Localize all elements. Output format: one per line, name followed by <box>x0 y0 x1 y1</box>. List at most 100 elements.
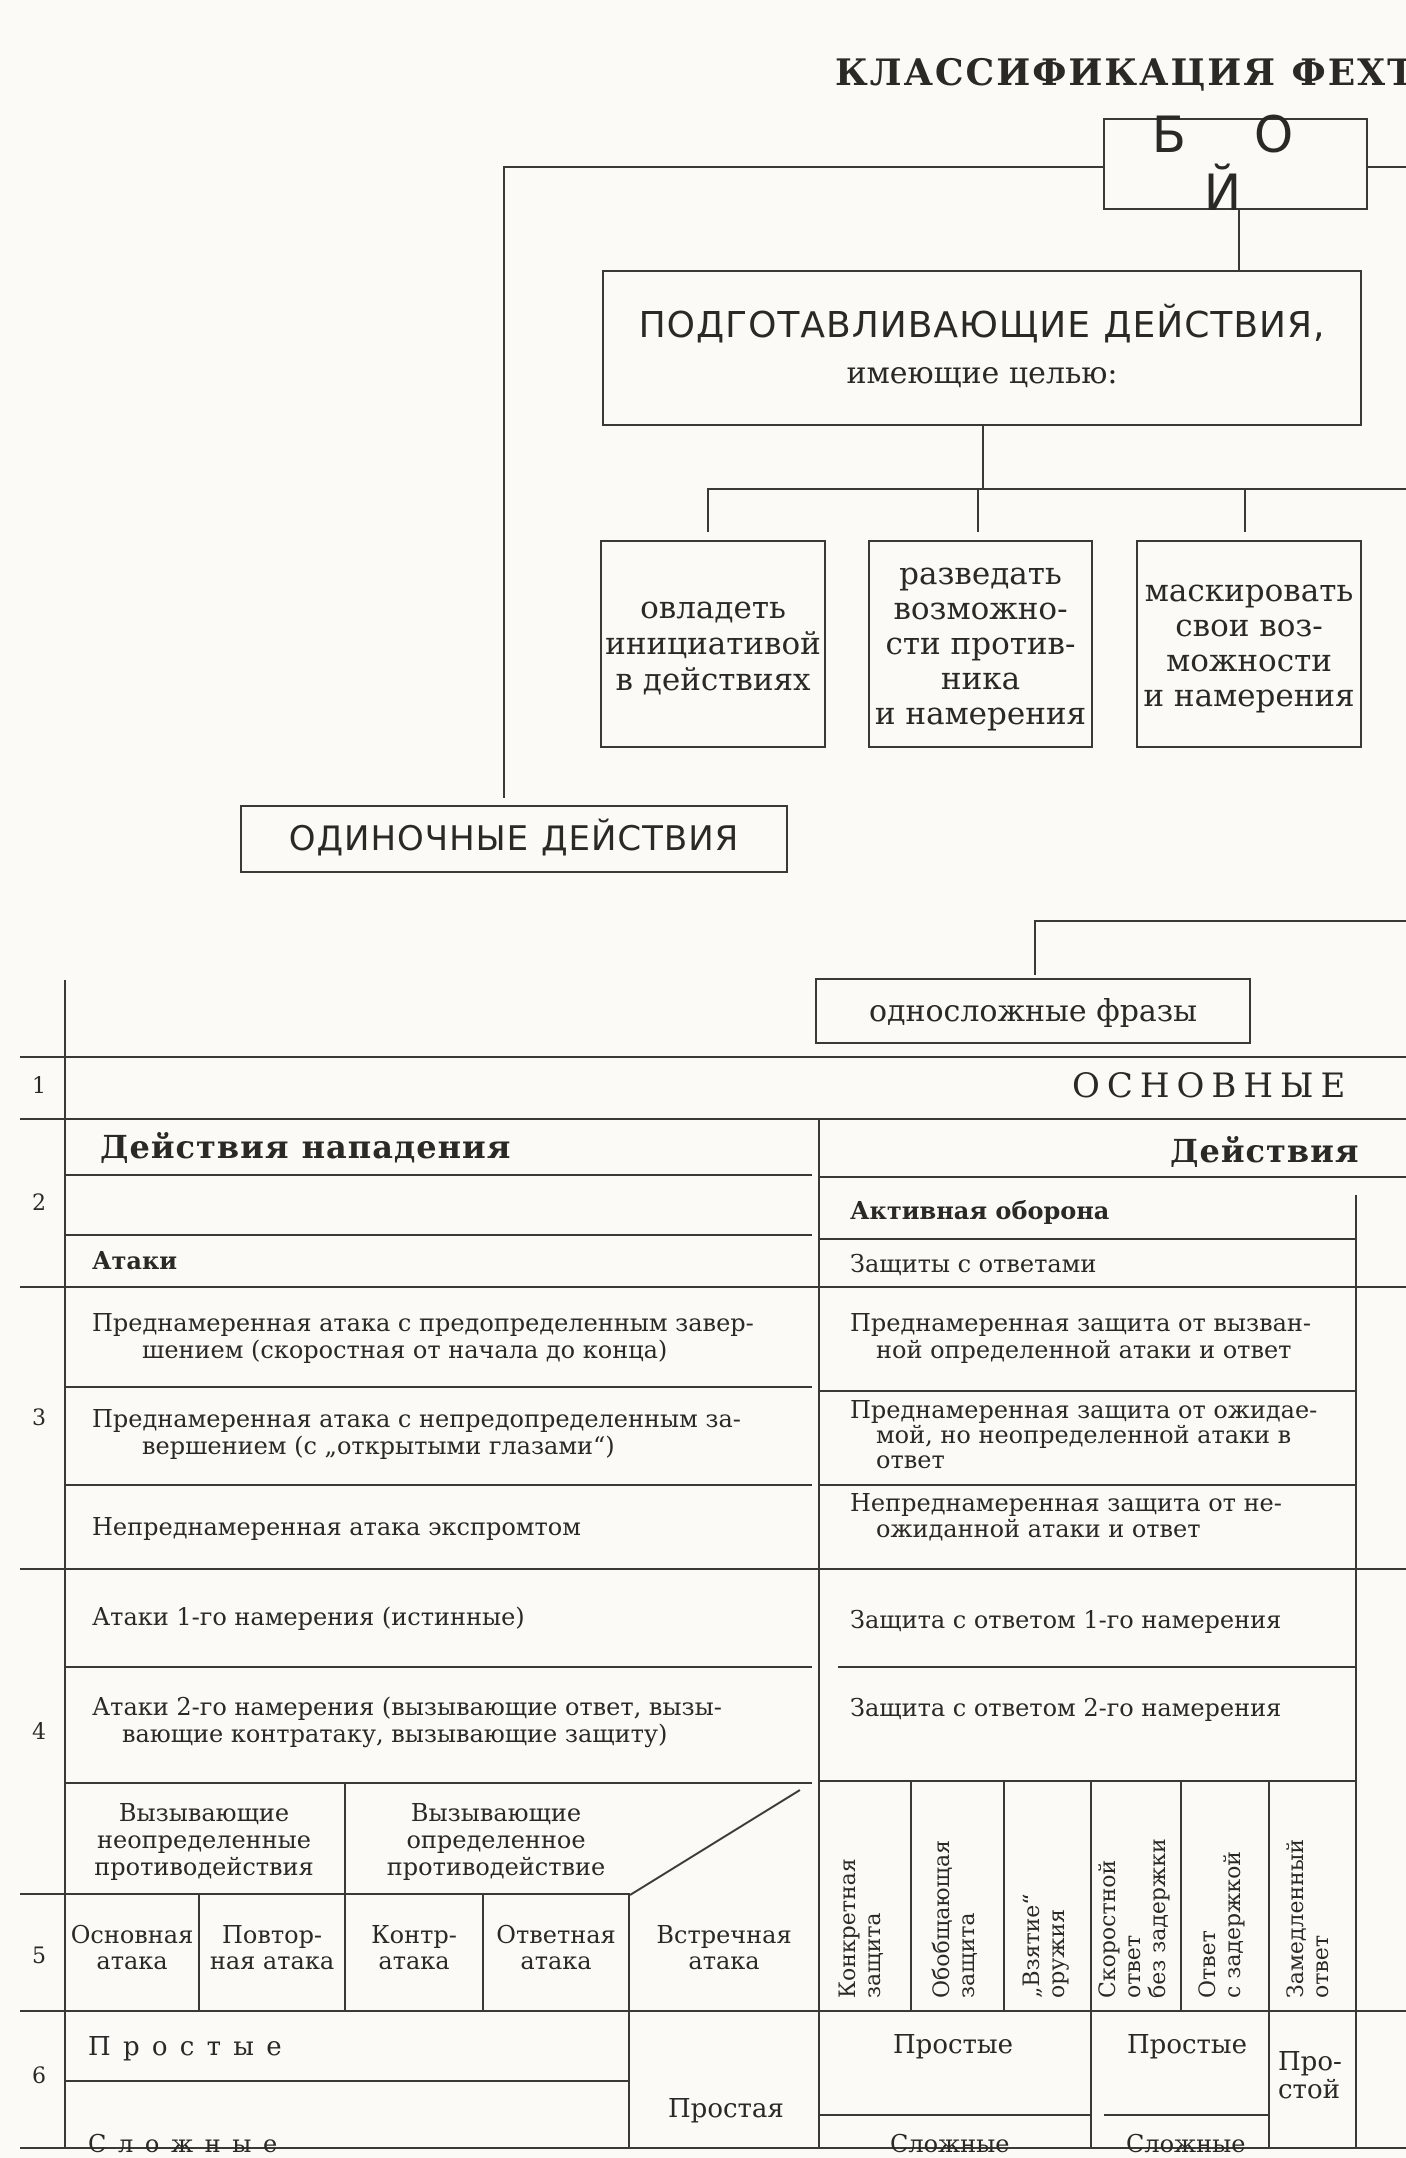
table-rule <box>20 1568 1406 1570</box>
attack-row-predetermined: Преднамеренная атака с предопределенным … <box>92 1309 754 1364</box>
row-number: 4 <box>32 1720 46 1745</box>
attack-row-impromptu: Непреднамеренная атака экспромтом <box>92 1513 581 1541</box>
table-rule <box>344 1782 346 1893</box>
boi-label: Б О Й <box>1151 106 1320 222</box>
table-rule <box>198 1893 200 2010</box>
table-rule <box>64 1386 812 1388</box>
vertical-fast-riposte: Скоростной ответ без задержки <box>1096 1838 1171 1998</box>
connector <box>707 488 1406 490</box>
table-rule <box>64 2080 628 2082</box>
attack-second-intention: Атаки 2-го намерения (вызывающие ответ, … <box>92 1693 722 1748</box>
connector <box>707 488 709 532</box>
r5-basic-attack: Основная атака <box>70 1921 194 1975</box>
attacks-label: Атаки <box>92 1246 178 1275</box>
single-actions-box: ОДИНОЧНЫЕ ДЕЙСТВИЯ <box>240 805 788 873</box>
table-rule <box>818 1238 1355 1240</box>
table-rule <box>818 1484 1355 1486</box>
defense-actions-header: Действия <box>1170 1132 1360 1170</box>
table-rule <box>64 1484 812 1486</box>
single-actions-label: ОДИНОЧНЫЕ ДЕЙСТВИЯ <box>288 819 740 859</box>
table-rule <box>628 1893 630 2147</box>
table-rule <box>820 1780 1355 1782</box>
simple-spaced-label: П р о с т ы е <box>88 2032 284 2062</box>
riposte-complex-label: Сложные <box>1126 2130 1246 2158</box>
defense-first-intention: Защита с ответом 1-го намерения <box>850 1606 1282 1634</box>
table-rule <box>1180 1780 1182 2010</box>
basic-label: ОСНОВНЫЕ <box>1072 1066 1353 1106</box>
preparatory-actions-subtitle: имеющие целью: <box>846 356 1118 391</box>
connector <box>1244 488 1246 532</box>
connector <box>982 426 984 488</box>
riposte-simple-label: Простые <box>1127 2030 1247 2060</box>
table-rule <box>818 2114 1090 2116</box>
slow-riposte-simple: Про- стой <box>1278 2047 1342 2105</box>
row-number: 5 <box>32 1944 46 1969</box>
page-title: КЛАССИФИКАЦИЯ ФЕХТО <box>835 52 1406 94</box>
row-number: 6 <box>32 2064 46 2089</box>
table-rule <box>64 1234 812 1236</box>
r5-counter-attack: Контр- атака <box>371 1921 457 1975</box>
row-number: 3 <box>32 1406 46 1431</box>
connector <box>977 488 979 532</box>
vertical-delayed-riposte: Ответ с задержкой <box>1196 1851 1246 1998</box>
table-rule <box>910 1780 912 2010</box>
defense-simple-label: Простые <box>893 2030 1013 2060</box>
goal-box-initiative: овладеть инициативой в действиях <box>600 540 826 748</box>
defense-row-expected: Преднамеренная защита от ожидае- мой, но… <box>850 1396 1318 1474</box>
vertical-generalizing-defense: Обобщающая защита <box>930 1840 980 1998</box>
vertical-concrete-defense: Конкретная защита <box>836 1858 886 1998</box>
table-rule <box>64 1174 812 1176</box>
row-number: 1 <box>32 1074 46 1099</box>
table-rule <box>64 1666 812 1668</box>
monosyllabic-phrases-label: односложные фразы <box>868 993 1198 1029</box>
defense-row-provoked: Преднамеренная защита от вызван- ной опр… <box>850 1309 1311 1364</box>
table-rule <box>1355 1195 1357 2147</box>
defenses-with-ripostes-label: Защиты с ответами <box>850 1250 1097 1278</box>
monosyllabic-phrases-box: односложные фразы <box>815 978 1251 1044</box>
diagonal-divider <box>629 1789 801 1896</box>
attack-row-undetermined: Преднамеренная атака с непредопределенны… <box>92 1405 741 1460</box>
defense-second-intention: Защита с ответом 2-го намерения <box>850 1694 1282 1722</box>
attack-actions-header: Действия нападения <box>100 1128 512 1166</box>
defense-complex-label: Сложные <box>890 2130 1010 2158</box>
vertical-blade-taking: „Взятие“ оружия <box>1020 1893 1070 1998</box>
table-rule <box>838 1666 1355 1668</box>
table-rule <box>818 1118 820 2147</box>
table-rule <box>344 1893 346 2010</box>
table-rule <box>1104 2114 1268 2116</box>
attack-first-intention: Атаки 1-го намерения (истинные) <box>92 1603 525 1631</box>
goal-box-reconnaissance: разведать возможно- сти против- ника и н… <box>868 540 1093 748</box>
table-rule <box>64 980 66 2147</box>
table-rule <box>64 1782 812 1784</box>
row-number: 2 <box>32 1191 46 1216</box>
connector <box>503 166 505 798</box>
active-defense-label: Активная оборона <box>850 1196 1110 1225</box>
preparatory-actions-box: ПОДГОТАВЛИВАЮЩИЕ ДЕЙСТВИЯ, имеющие целью… <box>602 270 1362 426</box>
goal-box-masking: маскировать свои воз- можности и намерен… <box>1136 540 1362 748</box>
connector <box>1034 920 1036 975</box>
table-rule <box>1268 1780 1270 2147</box>
connector <box>1238 210 1240 270</box>
table-rule <box>20 1056 1406 1058</box>
simple-single-label: Простая <box>668 2094 784 2124</box>
table-rule <box>1090 1780 1092 2147</box>
vertical-slow-riposte: Замедленный ответ <box>1284 1839 1334 1998</box>
defense-row-unexpected: Непреднамеренная защита от не- ожиданной… <box>850 1489 1282 1543</box>
table-rule <box>20 2010 1406 2012</box>
table-rule <box>20 1286 1406 1288</box>
table-rule <box>818 1390 1355 1392</box>
connector <box>1368 166 1406 168</box>
table-rule <box>818 1176 1406 1178</box>
preparatory-actions-title: ПОДГОТАВЛИВАЮЩИЕ ДЕЙСТВИЯ, <box>638 305 1326 346</box>
table-rule <box>20 1118 1406 1120</box>
provoking-undetermined: Вызывающие неопределенные противодействи… <box>94 1799 314 1881</box>
table-rule <box>482 1893 484 2010</box>
complex-spaced-label: С л о ж н ы е <box>88 2130 280 2158</box>
r5-riposte-attack: Ответная атака <box>496 1921 616 1975</box>
table-rule <box>1003 1780 1005 2010</box>
r5-stop-hit: Встречная атака <box>656 1921 792 1975</box>
provoking-determined: Вызывающие определенное противодействие <box>386 1799 606 1881</box>
connector <box>1034 920 1406 922</box>
boi-box: Б О Й <box>1103 106 1368 222</box>
table-rule <box>20 1893 630 1895</box>
